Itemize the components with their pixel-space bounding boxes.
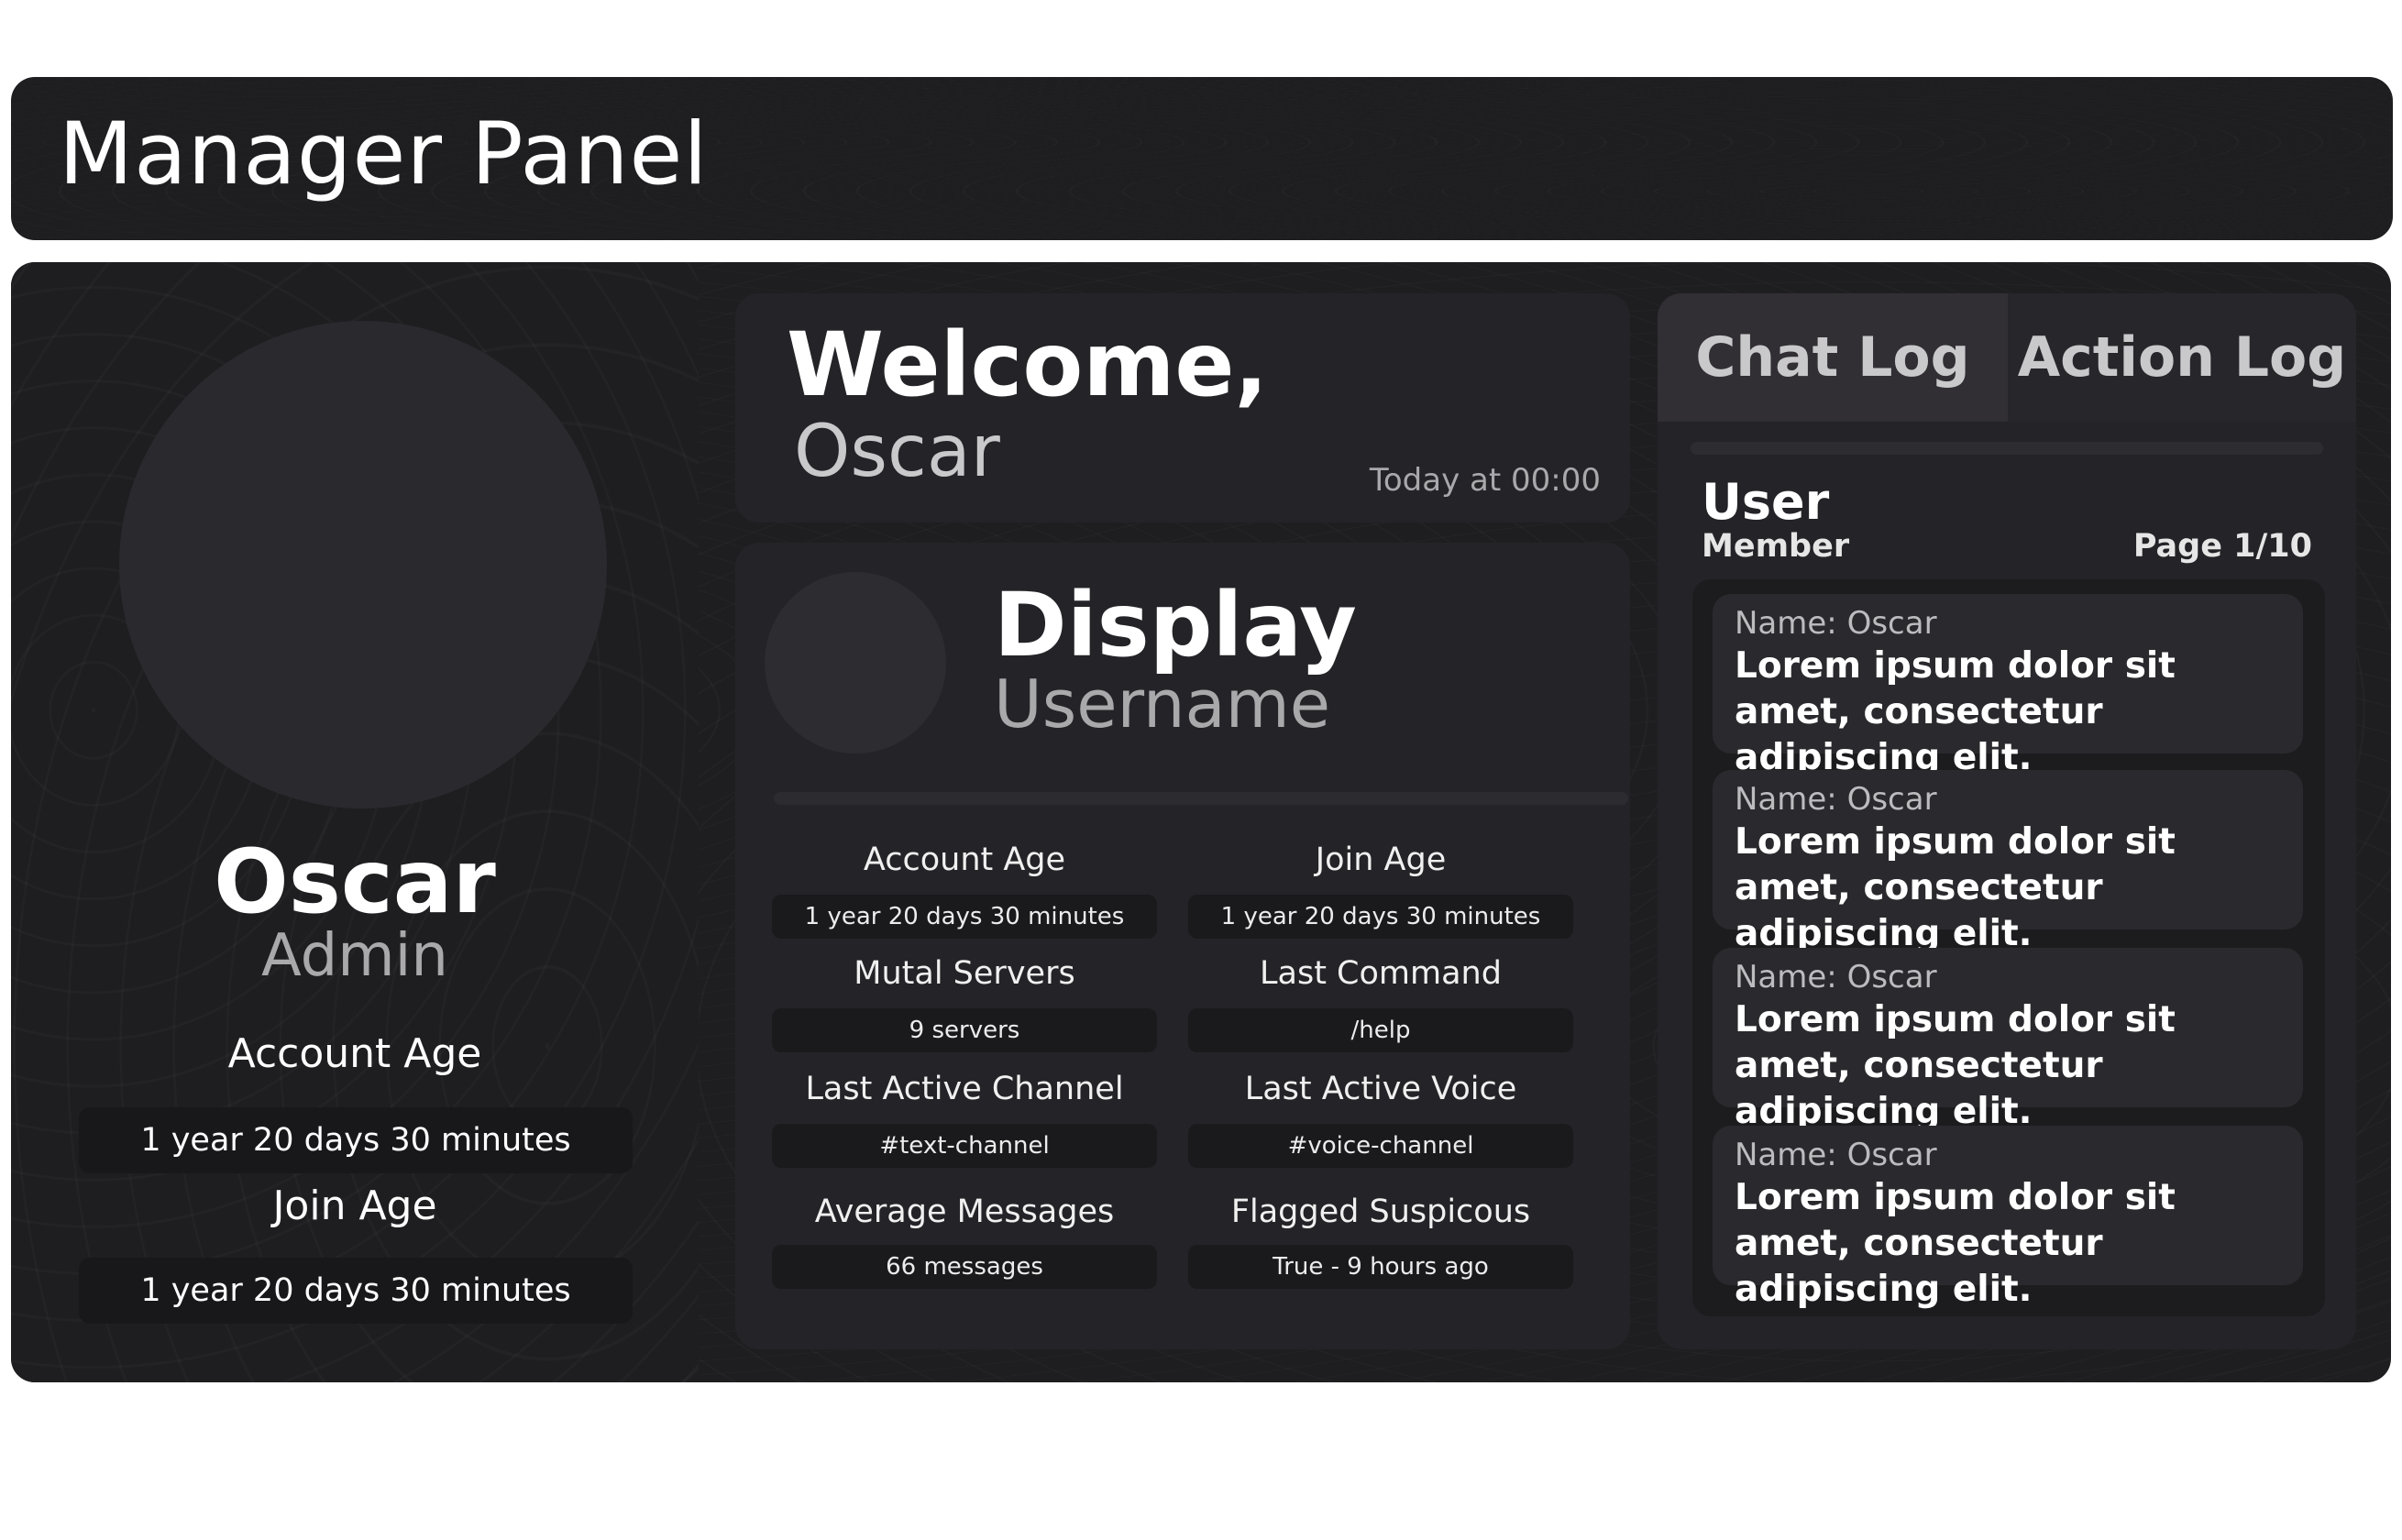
stat-value-last-command: /help bbox=[1188, 1008, 1573, 1052]
divider bbox=[1691, 442, 2323, 455]
divider bbox=[774, 792, 1628, 805]
stat-value-account-age: 1 year 20 days 30 minutes bbox=[772, 895, 1157, 939]
message-text: Lorem ipsum dolor sit amet, consectetur … bbox=[1735, 1177, 2176, 1310]
stat-value-join-age: 1 year 20 days 30 minutes bbox=[1188, 895, 1573, 939]
user-details-card: Display Username Account Age 1 year 20 d… bbox=[735, 543, 1630, 1349]
stat-label-last-command: Last Command bbox=[1260, 955, 1502, 992]
user-avatar[interactable] bbox=[765, 572, 946, 754]
welcome-card: Welcome, Oscar Today at 00:00 bbox=[735, 293, 1630, 522]
stat-value-last-active-channel: #text-channel bbox=[772, 1124, 1157, 1168]
stat-label-average-messages: Average Messages bbox=[814, 1194, 1115, 1230]
page-title: Manager Panel bbox=[59, 104, 709, 204]
stat-label-flagged-suspicious: Flagged Suspicous bbox=[1230, 1194, 1531, 1230]
tab-action-log[interactable]: Action Log bbox=[2008, 293, 2356, 422]
stat-label-account-age: Account Age bbox=[863, 842, 1066, 878]
stat-label-join-age: Join Age bbox=[1315, 842, 1447, 878]
stat-label-last-active-channel: Last Active Channel bbox=[805, 1071, 1124, 1107]
welcome-name: Oscar bbox=[794, 411, 1000, 493]
display-name: Display bbox=[994, 574, 1357, 676]
stat-label-mutual-servers: Mutal Servers bbox=[854, 955, 1075, 992]
profile-account-age-value: 1 year 20 days 30 minutes bbox=[79, 1107, 633, 1173]
welcome-timestamp: Today at 00:00 bbox=[1369, 462, 1601, 499]
chat-log-list[interactable]: Name: Oscar Lorem ipsum dolor sit amet, … bbox=[1692, 579, 2325, 1316]
message-text: Lorem ipsum dolor sit amet, consectetur … bbox=[1735, 645, 2176, 778]
message-author: Name: Oscar bbox=[1735, 959, 1937, 996]
profile-join-age-value: 1 year 20 days 30 minutes bbox=[79, 1258, 633, 1324]
message-author: Name: Oscar bbox=[1735, 1137, 1937, 1173]
stat-value-mutual-servers: 9 servers bbox=[772, 1008, 1157, 1052]
message-author: Name: Oscar bbox=[1735, 781, 1937, 818]
stat-value-last-active-voice: #voice-channel bbox=[1188, 1124, 1573, 1168]
profile-avatar[interactable] bbox=[119, 321, 607, 808]
list-item[interactable]: Name: Oscar Lorem ipsum dolor sit amet, … bbox=[1713, 1126, 2303, 1310]
header-bar: Manager Panel bbox=[11, 77, 2393, 240]
message-author: Name: Oscar bbox=[1735, 605, 1937, 642]
list-item[interactable]: Name: Oscar Lorem ipsum dolor sit amet, … bbox=[1713, 594, 2303, 778]
tab-chat-log[interactable]: Chat Log bbox=[1658, 293, 2008, 422]
list-item[interactable]: Name: Oscar Lorem ipsum dolor sit amet, … bbox=[1713, 948, 2303, 1132]
welcome-title: Welcome, bbox=[787, 314, 1268, 416]
display-username: Username bbox=[994, 666, 1331, 742]
list-item[interactable]: Name: Oscar Lorem ipsum dolor sit amet, … bbox=[1713, 770, 2303, 954]
page-indicator[interactable]: Page 1/10 bbox=[2132, 528, 2312, 565]
profile-sidebar: Oscar Admin Account Age 1 year 20 days 3… bbox=[11, 262, 699, 1382]
log-card: Chat Log Action Log User Member Page 1/1… bbox=[1658, 293, 2356, 1349]
stat-label-last-active-voice: Last Active Voice bbox=[1244, 1071, 1517, 1107]
message-text: Lorem ipsum dolor sit amet, consectetur … bbox=[1735, 999, 2176, 1132]
profile-join-age-label: Join Age bbox=[272, 1182, 437, 1229]
log-user-role: Member bbox=[1702, 528, 1850, 565]
profile-role: Admin bbox=[261, 922, 448, 990]
main-panel: Oscar Admin Account Age 1 year 20 days 3… bbox=[11, 262, 2391, 1382]
stat-value-flagged-suspicious: True - 9 hours ago bbox=[1188, 1245, 1573, 1289]
message-text: Lorem ipsum dolor sit amet, consectetur … bbox=[1735, 821, 2176, 954]
profile-account-age-label: Account Age bbox=[227, 1030, 482, 1077]
stat-value-average-messages: 66 messages bbox=[772, 1245, 1157, 1289]
profile-name: Oscar bbox=[214, 830, 496, 933]
log-user-heading: User bbox=[1702, 473, 1830, 531]
